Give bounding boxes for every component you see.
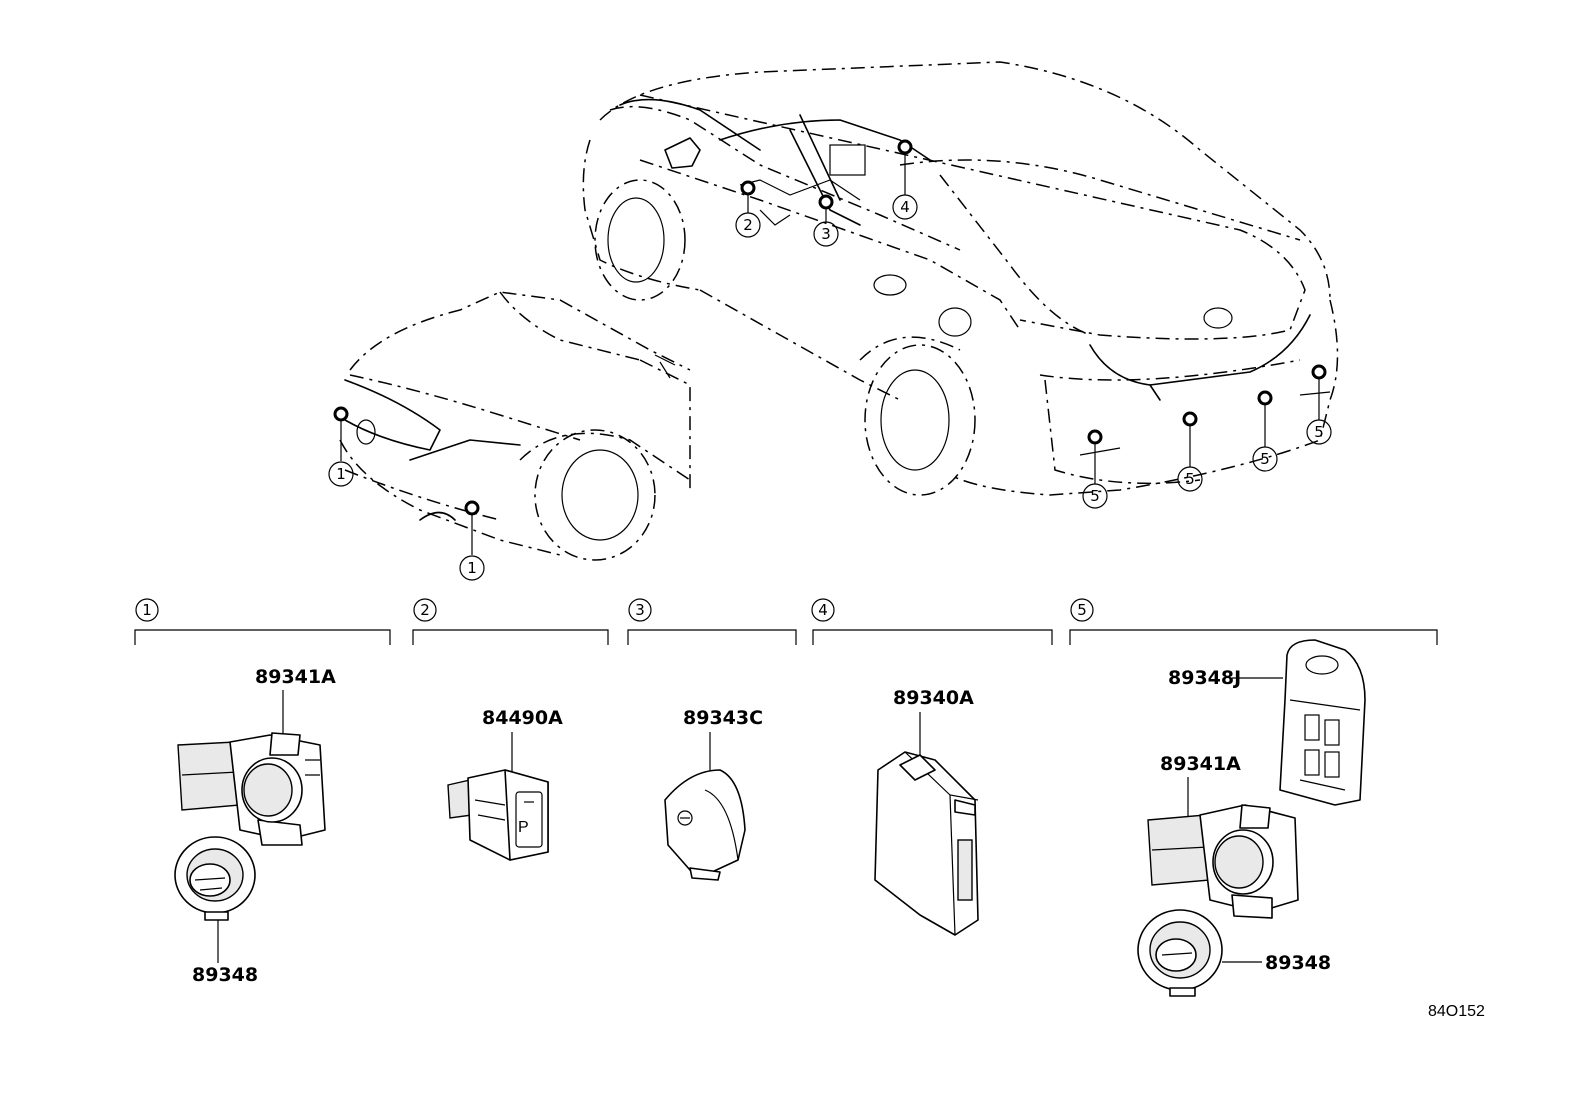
- group-5-parts: 89348J 89341A: [1137, 639, 1366, 997]
- callout-interior-buzzer-label: 3: [821, 225, 831, 243]
- callout-interior-ecu: 4: [892, 194, 918, 220]
- callout-rear-3: 5: [1252, 446, 1278, 472]
- group-1-header: 1: [134, 598, 391, 645]
- callout-rear-4: 5: [1306, 419, 1332, 445]
- group-3-header: 3: [627, 598, 797, 645]
- vehicle-front-view: [339, 291, 691, 561]
- callout-rear-2: 5: [1177, 466, 1203, 492]
- group-2-number: 2: [420, 601, 430, 619]
- switch-face-label: P: [518, 819, 529, 836]
- ultrasonic-sensor: [177, 732, 326, 846]
- parking-sensor-switch: P: [447, 769, 549, 861]
- clearance-sonar-ecu: [874, 751, 979, 936]
- group-2-parts: 84490A P: [447, 707, 563, 861]
- diagram-reference-code: 84O152: [1428, 1003, 1485, 1020]
- group-3-number: 3: [635, 601, 645, 619]
- part-number-89340A: 89340A: [893, 687, 974, 709]
- group-3-parts: 89343C: [664, 707, 763, 881]
- group-5-number: 5: [1077, 601, 1087, 619]
- group-1-number: 1: [142, 601, 152, 619]
- ultrasonic-sensor-rear: [1147, 804, 1299, 919]
- part-number-89343C: 89343C: [683, 707, 763, 729]
- group-4-parts: 89340A: [874, 687, 979, 936]
- callout-interior-buzzer: 3: [813, 221, 839, 247]
- part-number-84490A: 84490A: [482, 707, 563, 729]
- part-number-89348J: 89348J: [1168, 667, 1241, 689]
- part-number-89341A: 89341A: [255, 666, 336, 688]
- group-4-number: 4: [818, 601, 828, 619]
- vehicle-rear-view: [582, 61, 1339, 496]
- callout-front-bottom-label: 1: [467, 559, 477, 577]
- callout-front-left: 1: [328, 461, 354, 487]
- callout-interior-ecu-label: 4: [900, 198, 910, 216]
- callout-rear-4-label: 5: [1314, 423, 1324, 441]
- callout-rear-1-label: 5: [1090, 487, 1100, 505]
- location-markers: [333, 139, 1327, 555]
- group-2-header: 2: [412, 598, 609, 645]
- group-4-header: 4: [811, 598, 1053, 645]
- sensor-bracket: [1279, 639, 1366, 806]
- group-1-parts: 89341A 89348: [174, 666, 336, 986]
- callout-rear-2-label: 5: [1185, 470, 1195, 488]
- callout-interior-switch: 2: [735, 212, 761, 238]
- part-number-89348-rear: 89348: [1265, 952, 1331, 974]
- callout-rear-3-label: 5: [1260, 450, 1270, 468]
- callout-interior-switch-label: 2: [743, 216, 753, 234]
- callout-front-left-label: 1: [336, 465, 346, 483]
- callout-rear-1: 5: [1082, 483, 1108, 509]
- part-number-89341A-rear: 89341A: [1160, 753, 1241, 775]
- group-5-header: 5: [1069, 598, 1438, 645]
- callout-front-bottom: 1: [459, 555, 485, 581]
- clearance-buzzer: [664, 769, 746, 881]
- part-number-89348: 89348: [192, 964, 258, 986]
- sensor-retainer-ring-rear: [1137, 909, 1223, 997]
- sensor-retainer-ring: [174, 836, 256, 921]
